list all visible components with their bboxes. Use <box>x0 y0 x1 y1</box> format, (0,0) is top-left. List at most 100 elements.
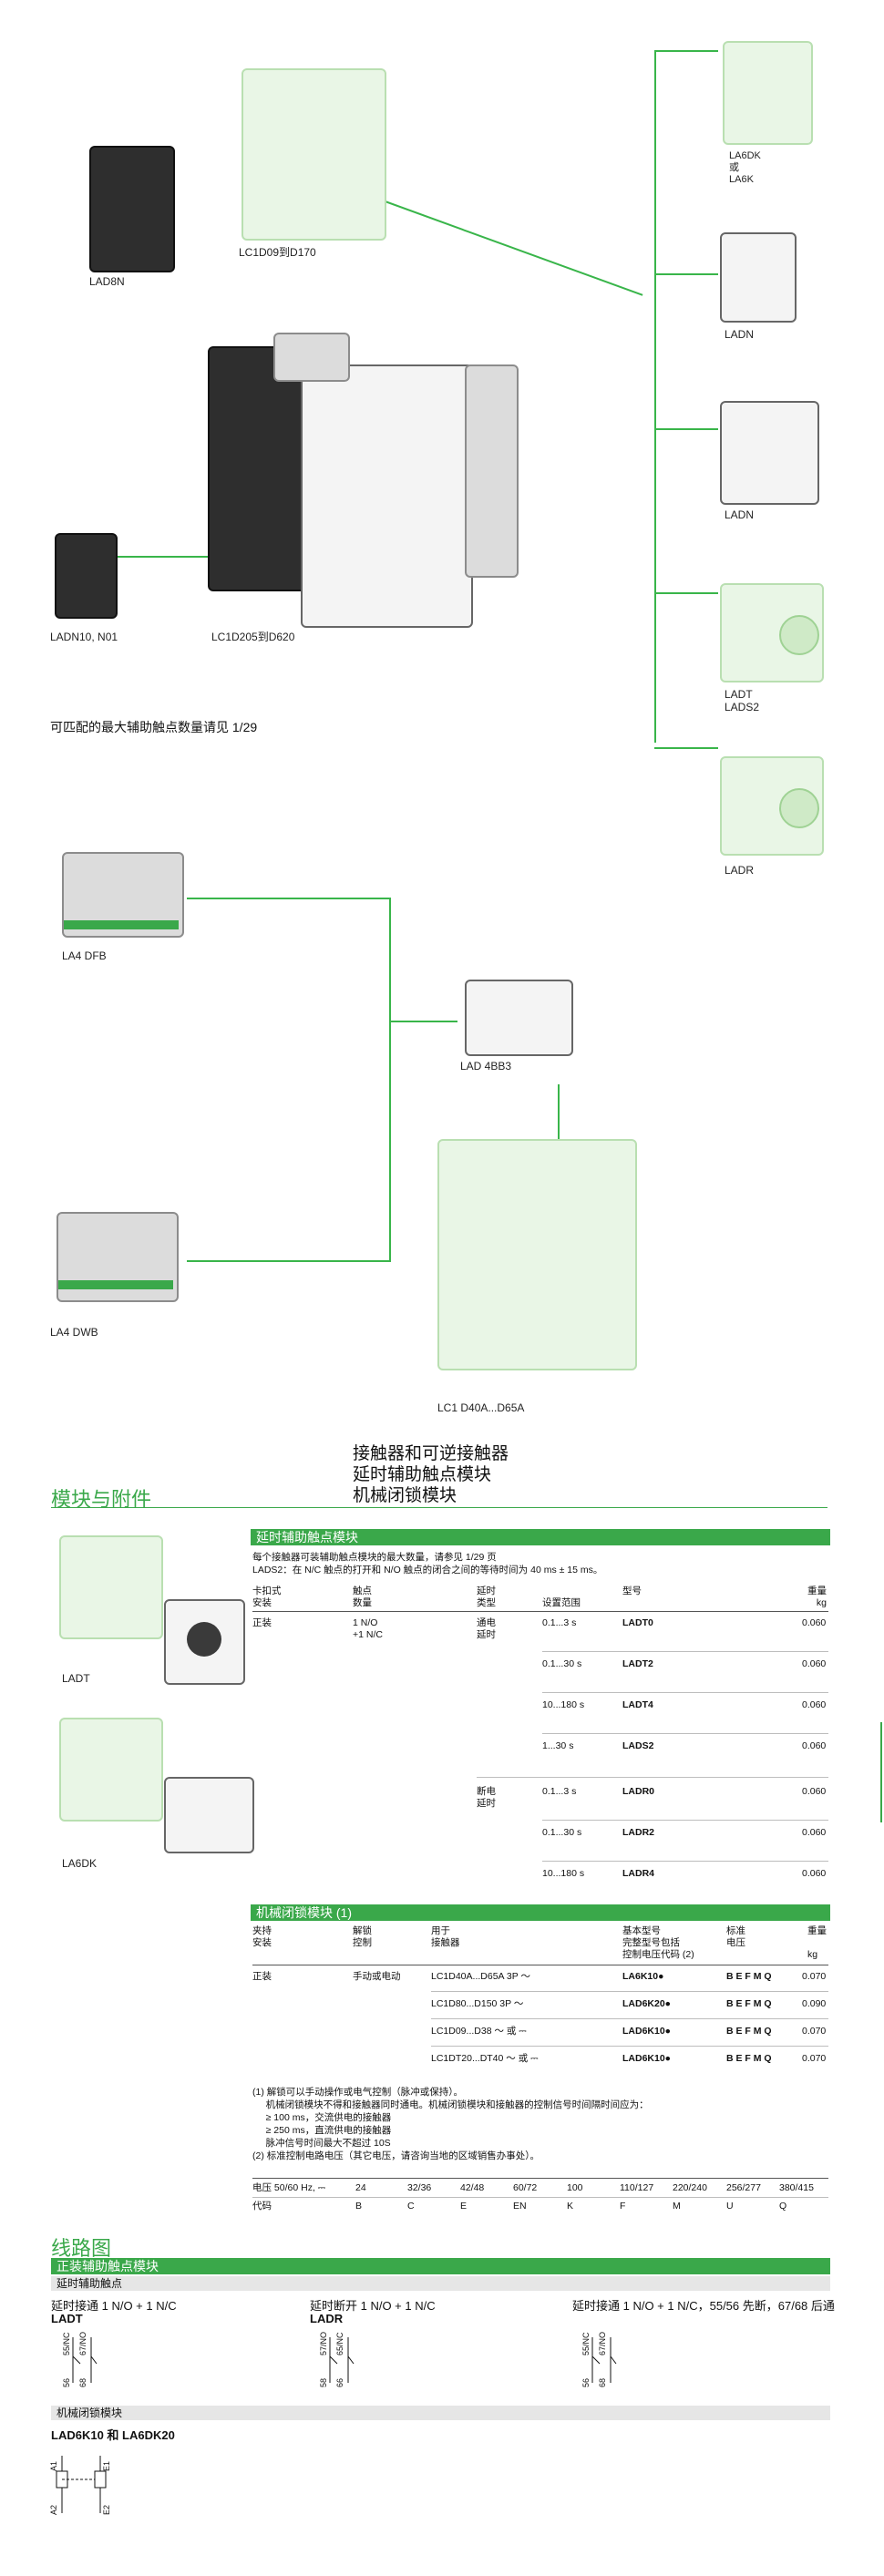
side-marker <box>880 1722 882 1822</box>
pin-label: 56 <box>581 2377 591 2387</box>
la6dk-ghost-image <box>723 41 813 145</box>
interlock-volt: B E F M Q <box>726 1971 772 1982</box>
connector-line <box>558 1084 560 1144</box>
interlock-module-bar: 机械闭锁模块 (1) <box>251 1904 830 1921</box>
timed-type-on: 通电 延时 <box>477 1617 496 1640</box>
interlock-weight: 0.090 <box>802 1998 827 2009</box>
timed-range: 0.1...30 s <box>542 1658 582 1669</box>
timed-mount: 正装 <box>252 1617 272 1628</box>
interlock-volt: B E F M Q <box>726 2026 772 2037</box>
timed-weight: 0.060 <box>802 1699 827 1710</box>
voltage-value: 32/36 <box>407 2182 432 2193</box>
la4dwb-green-strip <box>58 1280 173 1289</box>
voltage-value: 380/415 <box>779 2182 814 2193</box>
voltage-label: 电压 50/60 Hz, ⎓ <box>252 2182 326 2193</box>
voltage-value: 110/127 <box>620 2182 654 2193</box>
voltage-value: 60/72 <box>513 2182 538 2193</box>
row-rule <box>542 1733 828 1734</box>
interlock-header-for: 用于 接触器 <box>431 1925 460 1948</box>
wiring-model-2: LADR <box>310 2312 344 2325</box>
timed-type-off: 断电 延时 <box>477 1786 496 1809</box>
note-line: ≥ 250 ms，直流供电的接触器 <box>252 2125 392 2136</box>
timed-weight: 0.060 <box>802 1786 827 1797</box>
interlock-weight: 0.070 <box>802 1971 827 1982</box>
interlock-ref: LAD6K10● <box>622 2026 672 2037</box>
timed-intro-1: 每个接触器可装辅助触点模块的最大数量，请参见 1/29 页 <box>252 1552 497 1563</box>
interlock-volt: B E F M Q <box>726 2053 772 2064</box>
interlock-control: 手动或电动 <box>353 1971 401 1982</box>
connector-line <box>654 592 718 594</box>
timed-header-mount: 卡扣式 安装 <box>252 1586 282 1608</box>
interlock-for: LC1D80...D150 3P ～ <box>431 1998 524 2009</box>
lad4bb3-label: LAD 4BB3 <box>460 1060 512 1072</box>
wiring-model-1: LADT <box>51 2312 83 2325</box>
row-rule <box>542 1692 828 1693</box>
wiring-diagram-2 <box>329 2337 355 2383</box>
pin-label: 55/NC <box>581 2332 591 2355</box>
timed-header-type: 延时 类型 <box>477 1586 496 1608</box>
timed-module-bar: 延时辅助触点模块 <box>251 1529 830 1545</box>
lc1d205-left-block <box>208 346 316 591</box>
wiring-diagram-3 <box>591 2337 617 2383</box>
interlock-volt: B E F M Q <box>726 1998 772 2009</box>
timed-range: 1...30 s <box>542 1740 574 1751</box>
timed-weight: 0.060 <box>802 1827 827 1838</box>
connector-line <box>654 747 718 749</box>
ladr-label: LADR <box>725 864 755 877</box>
lc1d205-label: LC1D205到D620 <box>211 631 295 643</box>
connector-line <box>654 50 656 743</box>
note-line: (1) 解锁可以手动操作或电气控制（脉冲或保持）。 <box>252 2087 463 2098</box>
timer-dial-icon <box>187 1622 221 1657</box>
lad8n-label: LAD8N <box>89 275 125 288</box>
pin-label: 68 <box>78 2377 87 2387</box>
code-label: 代码 <box>252 2201 272 2212</box>
timed-ref: LADT2 <box>622 1658 653 1669</box>
la4dfb-green-strip <box>64 920 179 929</box>
connector-line <box>359 191 643 296</box>
timed-range: 0.1...30 s <box>542 1827 582 1838</box>
table-rule <box>252 1611 828 1612</box>
timed-range: 0.1...3 s <box>542 1786 577 1797</box>
la6dk-caption: LA6DK <box>62 1857 98 1870</box>
interlock-wiring-diagram <box>56 2456 107 2513</box>
interlock-ref: LA6K10● <box>622 1971 664 1982</box>
header-title-1: 接触器和可逆接触器 <box>353 1444 509 1463</box>
interlock-header-weight: 重量 kg <box>807 1925 827 1960</box>
timed-range: 0.1...3 s <box>542 1617 577 1628</box>
timed-ref: LADR2 <box>622 1827 655 1838</box>
aux-contact-note: 可匹配的最大辅助触点数量请见 1/29 <box>50 720 258 734</box>
connector-line <box>389 1021 457 1022</box>
header-title-2: 延时辅助触点模块 <box>353 1465 492 1484</box>
timed-range: 10...180 s <box>542 1868 585 1879</box>
interlock-for: LC1DT20...DT40 ～ 或 ⎓ <box>431 2053 539 2064</box>
row-rule <box>542 1861 828 1862</box>
lc1d09-ghost-image <box>242 68 386 241</box>
voltage-value: 100 <box>567 2182 583 2193</box>
connector-line <box>654 273 718 275</box>
timed-intro-2: LADS2：在 N/C 触点的打开和 N/O 触点的闭合之间的等待时间为 40 … <box>252 1565 603 1575</box>
ladt-label: LADT LADS2 <box>725 688 760 713</box>
timed-weight: 0.060 <box>802 1740 827 1751</box>
lc1d40a-label: LC1 D40A...D65A <box>437 1401 525 1414</box>
interlock-for: LC1D09...D38 ～ 或 ⎓ <box>431 2026 527 2037</box>
connector-line <box>55 556 319 558</box>
pin-label: 67/NO <box>598 2331 607 2355</box>
note-line: ≥ 100 ms，交流供电的接触器 <box>252 2112 392 2123</box>
table-rule <box>252 2178 828 2179</box>
pin-label: 57/NO <box>319 2331 328 2355</box>
row-rule <box>431 2046 828 2047</box>
interlock-mount: 正装 <box>252 1971 272 1982</box>
voltage-value: 220/240 <box>673 2182 707 2193</box>
interlock-for: LC1D40A...D65A 3P ～ <box>431 1971 530 1982</box>
timed-range: 10...180 s <box>542 1699 585 1710</box>
header-rule <box>51 1507 827 1508</box>
ladn10-image <box>55 533 118 619</box>
code-value: C <box>407 2201 415 2212</box>
voltage-value: 256/277 <box>726 2182 761 2193</box>
connector-line <box>187 898 389 899</box>
pin-label: A1 <box>49 2460 58 2471</box>
lc1d205-right-side <box>465 364 519 578</box>
pin-label: 67/NO <box>78 2331 87 2355</box>
wiring-sub-bar: 延时辅助触点 <box>51 2276 830 2291</box>
ladn-label-1: LADN <box>725 328 755 341</box>
